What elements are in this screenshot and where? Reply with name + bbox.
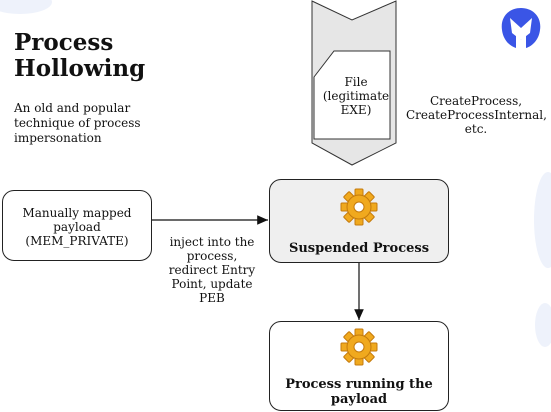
running-process-box: Process running the payload xyxy=(269,321,449,411)
api-calls-label: CreateProcess, CreateProcessInternal, et… xyxy=(406,94,547,136)
mapped-payload-box: Manually mapped payload (MEM_PRIVATE) xyxy=(2,190,152,261)
gear-icon xyxy=(340,188,378,226)
suspended-process-label: Suspended Process xyxy=(288,241,430,256)
file-label: File (legitimate EXE) xyxy=(322,75,390,117)
running-process-label: Process running the payload xyxy=(285,377,433,407)
page-subtitle: An old and popular technique of process … xyxy=(14,101,141,145)
mapped-payload-label: Manually mapped payload (MEM_PRIVATE) xyxy=(22,206,132,248)
file-arrow-shape xyxy=(311,0,397,166)
page-title: Process Hollowing xyxy=(14,29,146,82)
malwarebytes-logo-icon xyxy=(501,8,541,48)
suspended-process-box: Suspended Process xyxy=(269,179,449,263)
gear-icon xyxy=(340,328,378,366)
inject-label: inject into the process, redirect Entry … xyxy=(168,235,256,305)
